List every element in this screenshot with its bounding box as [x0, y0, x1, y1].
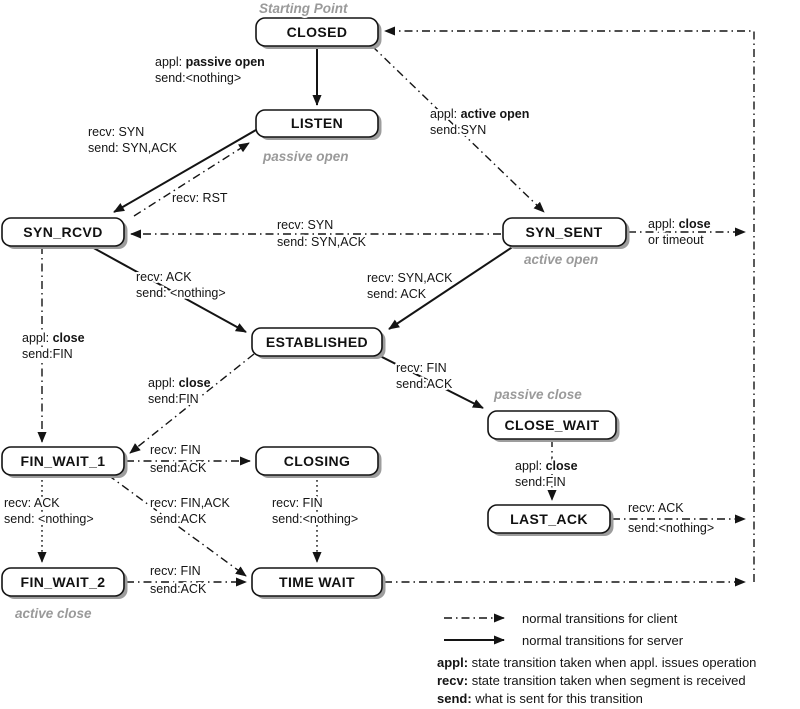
annotation-starting-point: Starting Point: [259, 1, 348, 16]
label-syn-sent-to-syn-rcvd-line2: send: SYN,ACK: [277, 235, 367, 249]
label-fin-wait-1-to-time-wait-line2: send:ACK: [150, 512, 207, 526]
state-close-wait: CLOSE_WAIT: [487, 410, 620, 442]
edge-closed-to-syn-sent: [371, 45, 545, 213]
label-closing-to-time-wait-line2: send:<nothing>: [272, 512, 358, 526]
label-closed-to-syn-sent-line1: appl: active open: [430, 107, 529, 121]
label-listen-to-syn-rcvd-line2: send: SYN,ACK: [88, 141, 178, 155]
legend-client-label: normal transitions for client: [522, 611, 678, 626]
legend-appl-definition: appl: state transition taken when appl. …: [437, 655, 756, 670]
state-label: SYN_RCVD: [23, 224, 102, 240]
state-box: [502, 217, 627, 247]
state-box: [255, 446, 379, 476]
label-closed-to-syn-sent-line2: send:SYN: [430, 123, 486, 137]
state-box: [255, 17, 379, 47]
transition-labels: appl: passive open send:<nothing> appl: …: [2, 53, 716, 598]
label-syn-rcvd-to-fin-wait-1-line2: send:FIN: [22, 347, 73, 361]
state-fin-wait-2: FIN_WAIT_2: [1, 567, 128, 599]
label-listen-to-syn-rcvd-line1: recv: SYN: [88, 125, 144, 139]
state-box: [487, 410, 617, 440]
label-established-to-fin-wait-1-line1: appl: close: [148, 376, 211, 390]
state-box: [1, 567, 125, 597]
states: CLOSED LISTEN SYN_RCVD SYN_SENT ESTABLIS…: [1, 17, 630, 599]
state-listen: LISTEN: [255, 109, 382, 140]
state-syn-rcvd: SYN_RCVD: [1, 217, 128, 249]
state-time-wait: TIME WAIT: [251, 567, 386, 599]
state-label: CLOSE_WAIT: [504, 417, 599, 433]
annotation-passive-close: passive close: [493, 387, 582, 402]
state-closing: CLOSING: [255, 446, 382, 478]
state-label: SYN_SENT: [525, 224, 602, 240]
label-closed-to-listen-line2: send:<nothing>: [155, 71, 241, 85]
label-established-to-close-wait-line1: recv: FIN: [396, 361, 447, 375]
label-syn-sent-to-syn-rcvd-line1: recv: SYN: [277, 218, 333, 232]
annotation-active-close: active close: [15, 606, 92, 621]
state-fin-wait-1: FIN_WAIT_1: [1, 446, 128, 478]
edge-listen-to-syn-rcvd: [113, 129, 257, 213]
label-established-to-close-wait-line2: send:ACK: [396, 377, 453, 391]
edges: [37, 26, 755, 587]
label-fin-wait-1-to-time-wait-line1: recv: FIN,ACK: [150, 496, 231, 510]
state-syn-sent: SYN_SENT: [502, 217, 630, 249]
state-label: LAST_ACK: [510, 511, 588, 527]
label-closing-to-time-wait-line1: recv: FIN: [272, 496, 323, 510]
label-syn-sent-to-closed-line1: appl: close: [648, 217, 711, 231]
label-last-ack-to-closed-line1: recv: ACK: [628, 501, 684, 515]
label-syn-rcvd-to-fin-wait-1-line1: appl: close: [22, 331, 85, 345]
edge-syn-rcvd-to-established: [89, 245, 247, 333]
edge-syn-rcvd-to-listen: [133, 142, 250, 217]
label-syn-sent-to-established-line1: recv: SYN,ACK: [367, 271, 453, 285]
label-fin-wait-1-to-fin-wait-2-line2: send: <nothing>: [4, 512, 94, 526]
annotation-active-open: active open: [524, 252, 598, 267]
label-syn-sent-to-closed-line2: or timeout: [648, 233, 704, 247]
state-box: [487, 504, 611, 534]
edge-fin-wait-1-to-time-wait: [107, 474, 247, 577]
label-syn-sent-to-established-line2: send: ACK: [367, 287, 427, 301]
state-box: [1, 217, 125, 247]
state-label: ESTABLISHED: [266, 334, 368, 350]
state-established: ESTABLISHED: [251, 327, 386, 359]
label-closed-to-listen-line1: appl: passive open: [155, 55, 265, 69]
annotation-passive-open: passive open: [262, 149, 349, 164]
label-syn-rcvd-to-established-line1: recv: ACK: [136, 270, 192, 284]
label-syn-rcvd-to-listen: recv: RST: [172, 191, 228, 205]
label-syn-rcvd-to-established-line2: send: <nothing>: [136, 286, 226, 300]
state-box: [255, 109, 379, 138]
annotations: Starting Point passive open active open …: [13, 0, 600, 623]
legend-server-label: normal transitions for server: [522, 633, 684, 648]
label-close-wait-to-last-ack-line1: appl: close: [515, 459, 578, 473]
legend: normal transitions for client normal tra…: [437, 611, 756, 706]
label-fin-wait-2-to-time-wait-line2: send:ACK: [150, 582, 207, 596]
edge-syn-sent-to-established: [388, 245, 515, 330]
label-fin-wait-1-to-closing-line1: recv: FIN: [150, 443, 201, 457]
label-fin-wait-1-to-fin-wait-2-line1: recv: ACK: [4, 496, 60, 510]
state-box: [1, 446, 125, 476]
label-close-wait-to-last-ack-line2: send:FIN: [515, 475, 566, 489]
label-fin-wait-1-to-closing-line2: send:ACK: [150, 461, 207, 475]
edge-established-to-close-wait: [375, 353, 484, 409]
state-closed: CLOSED: [255, 17, 382, 49]
state-label: FIN_WAIT_2: [21, 574, 106, 590]
legend-send-definition: send: what is sent for this transition: [437, 691, 643, 706]
state-box: [251, 567, 383, 597]
state-last-ack: LAST_ACK: [487, 504, 614, 536]
state-label: CLOSING: [284, 453, 351, 469]
state-label: FIN_WAIT_1: [21, 453, 106, 469]
legend-recv-definition: recv: state transition taken when segmen…: [437, 673, 746, 688]
label-established-to-fin-wait-1-line2: send:FIN: [148, 392, 199, 406]
label-fin-wait-2-to-time-wait-line1: recv: FIN: [150, 564, 201, 578]
state-box: [251, 327, 383, 357]
state-label: LISTEN: [291, 115, 343, 131]
state-label: TIME WAIT: [279, 574, 355, 590]
label-last-ack-to-closed-line2: send:<nothing>: [628, 521, 714, 535]
state-label: CLOSED: [287, 24, 348, 40]
